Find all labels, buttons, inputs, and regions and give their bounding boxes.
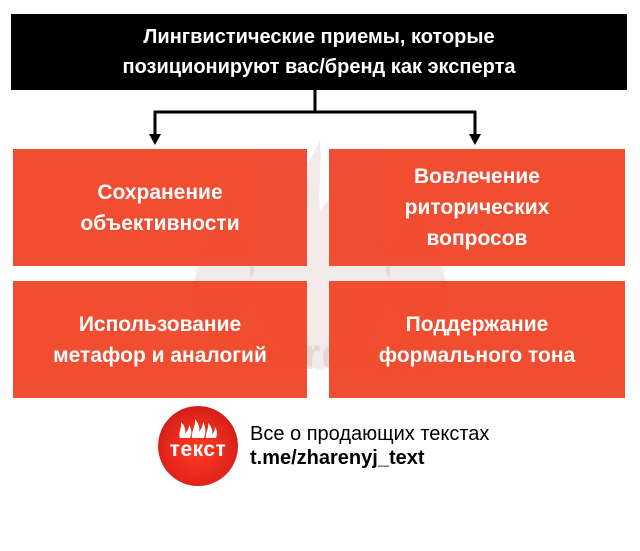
arrow-down-icon	[149, 134, 161, 145]
footer-text: Все о продающих текстах t.me/zharenyj_te…	[250, 422, 489, 470]
box-label: Использование метафор и аналогий	[53, 312, 267, 367]
box-label: Поддержание формального тона	[378, 312, 576, 367]
flame-icon	[179, 419, 217, 438]
channel-logo[interactable]: текст	[158, 406, 238, 486]
footer: текст Все о продающих текстах t.me/zhare…	[158, 406, 518, 486]
box-metaphors: Использование метафор и аналогий	[13, 281, 307, 398]
box-label: Вовлечение риторических вопросов	[404, 165, 550, 250]
diagram-title: Лингвистические приемы, которые позицион…	[122, 26, 516, 78]
title-bar: Лингвистические приемы, которые позицион…	[11, 14, 627, 90]
logo-word: текст	[169, 438, 227, 461]
footer-link[interactable]: t.me/zharenyj_text	[250, 447, 425, 469]
footer-tagline: Все о продающих текстах	[250, 423, 490, 445]
connector-lines	[149, 90, 481, 145]
box-label: Сохранение объективности	[80, 180, 240, 235]
box-formal-tone: Поддержание формального тона	[329, 281, 625, 398]
arrow-down-icon	[469, 134, 481, 145]
box-objectivity: Сохранение объективности	[13, 149, 307, 266]
box-rhetorical-questions: Вовлечение риторических вопросов	[329, 149, 625, 266]
